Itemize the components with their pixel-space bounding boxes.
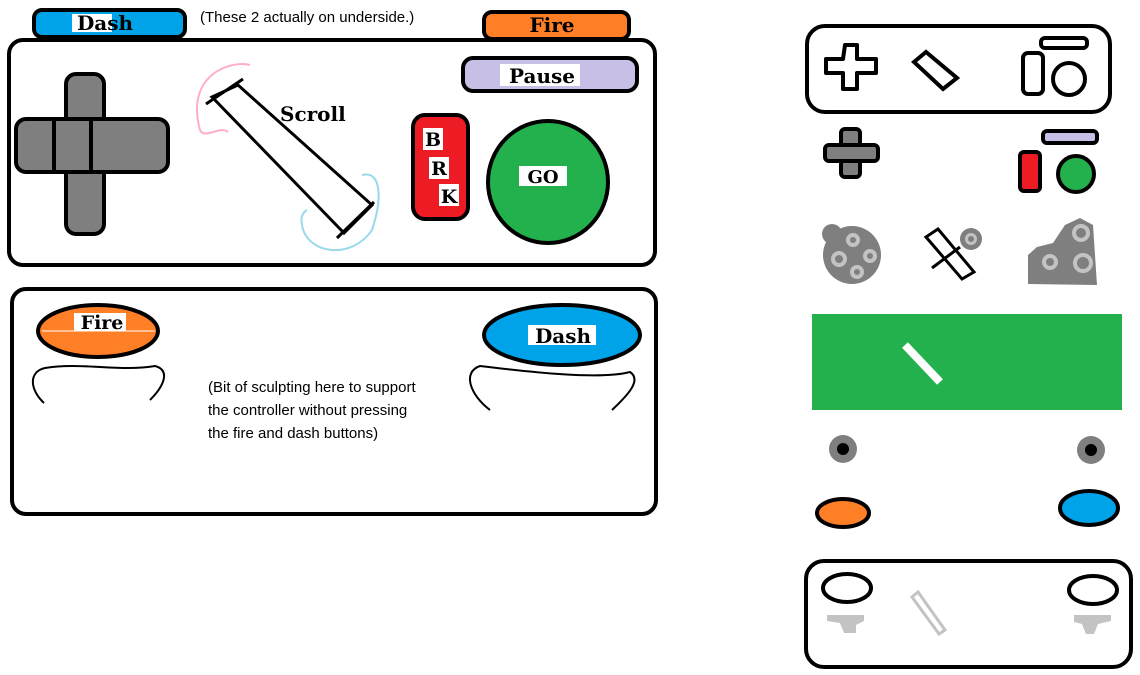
outline-go-icon — [1051, 61, 1087, 97]
support-right-icon — [1074, 615, 1111, 634]
board-scroll-slot — [902, 342, 943, 385]
brake-letter-b: B — [425, 129, 441, 151]
small-dpad-icon — [823, 127, 880, 179]
outline-fire-icon — [821, 572, 873, 604]
circuit-board — [812, 314, 1122, 410]
sculpt-note-line: the controller without pressing — [208, 402, 407, 419]
brake-letter-k: K — [441, 186, 459, 208]
buttons-mechanism-icon — [1028, 218, 1097, 285]
dash-label-back: Dash — [535, 324, 592, 348]
sculpt-right — [469, 364, 636, 411]
pause-label: Pause — [509, 64, 575, 88]
scroll-mechanism-icon — [923, 227, 982, 281]
dash-label: Dash — [77, 11, 134, 35]
fire-label: Fire — [529, 13, 574, 37]
small-pause-icon — [1041, 129, 1099, 145]
pause-button: Pause — [461, 56, 639, 93]
bottom-outline-panel — [804, 559, 1133, 669]
fire-label-back: Fire — [81, 312, 124, 334]
support-left-icon — [827, 615, 864, 633]
outline-brake-icon — [1021, 51, 1045, 96]
brake-letter-r: R — [431, 158, 447, 180]
outline-scroll-icon — [910, 49, 961, 92]
fire-button-back: Fire — [36, 303, 160, 359]
underside-note: (These 2 actually on underside.) — [200, 9, 414, 26]
go-label: GO — [527, 167, 558, 188]
brake-button: B R K — [411, 113, 470, 221]
small-dash-icon — [1058, 489, 1120, 527]
outline-pause-icon — [1039, 36, 1089, 50]
small-go-icon — [1056, 154, 1096, 194]
dash-button-back: Dash — [482, 303, 642, 367]
outline-dash-icon — [1067, 574, 1119, 606]
outline-dpad-icon — [824, 43, 878, 91]
fire-button-top: Fire — [482, 10, 631, 41]
sculpt-note-line: (Bit of sculpting here to support — [208, 379, 416, 396]
faint-scroll-icon — [909, 589, 948, 637]
scroll-label: Scroll — [280, 102, 346, 126]
dpad-mechanism-icon — [822, 224, 881, 284]
sculpt-left — [31, 364, 165, 404]
small-brake-icon — [1018, 150, 1042, 193]
scroll-wheel: Scroll — [196, 63, 380, 252]
go-button: GO — [486, 119, 610, 245]
small-fire-icon — [815, 497, 871, 529]
dash-button-top: Dash — [32, 8, 187, 39]
dpad-icon — [14, 72, 170, 236]
sculpt-note-line: the fire and dash buttons) — [208, 425, 378, 442]
